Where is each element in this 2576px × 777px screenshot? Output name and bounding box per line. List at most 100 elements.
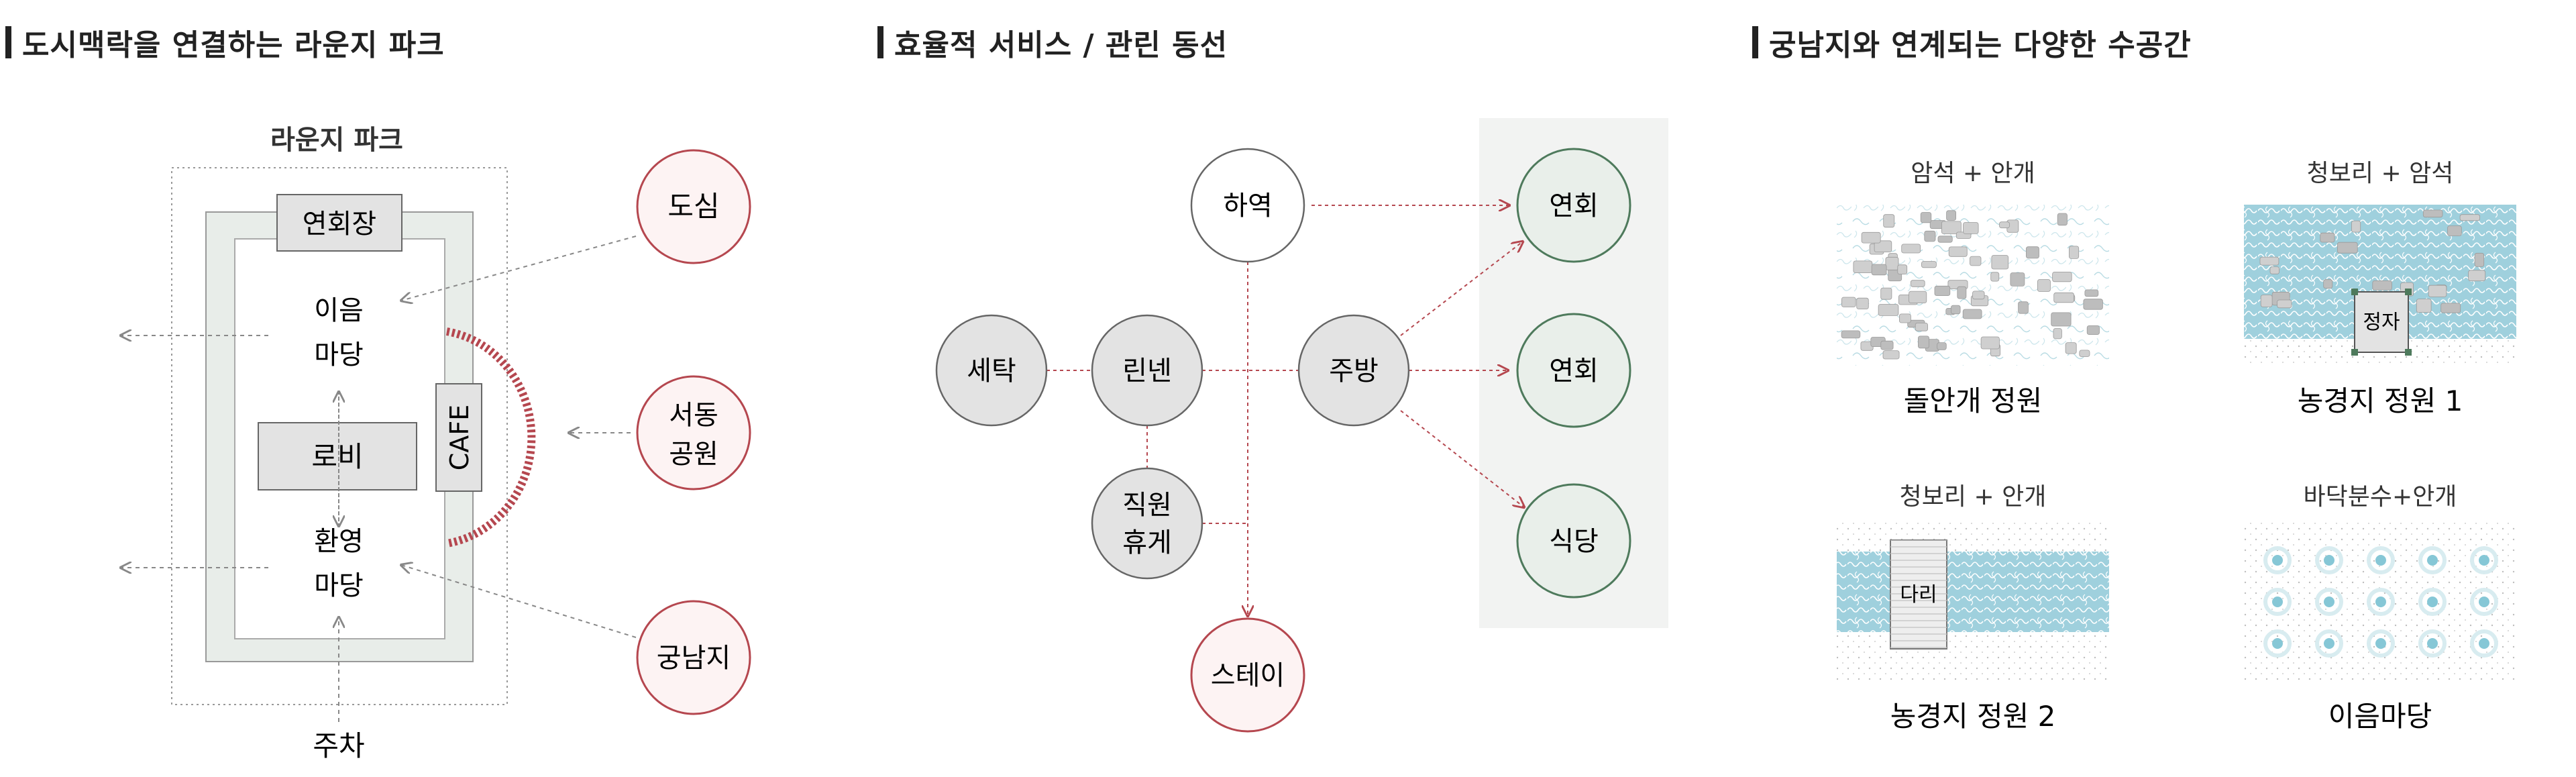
fountain-mist-ring [2470,588,2498,616]
rock-mark [1841,297,1856,307]
kitchen-node [1297,314,1410,427]
fountain-jet [2272,597,2283,607]
rock-mark [2025,246,2039,259]
rock-mark [1915,322,1928,331]
unloading-label: 하역 [1223,191,1273,221]
rock-mark [1980,336,2000,350]
yard-bottom-label-2: 마당 [314,570,364,601]
rock-mark [1853,260,1873,273]
fountain-jet [2375,555,2386,566]
rock-mark [2459,214,2481,221]
banquet2-node [1516,313,1631,428]
fountain-mist-ring [2367,629,2395,658]
fountain-jet [2324,597,2334,607]
park-label-1: 서동 [669,400,718,431]
service-title-text: 효율적 서비스 / 관린 동선 [894,28,1228,62]
lounge-park-label: 라운지 파크 [270,125,403,156]
cafe-box [435,383,482,492]
rock-mark [1990,272,2000,282]
rock-mark [1991,255,2009,270]
pavilion-label: 정자 [2363,311,2400,334]
rock-mark [2037,279,2051,292]
rock-mark [2053,328,2062,340]
fountain-mist-ring [2263,629,2292,658]
laundry-label: 세탁 [967,356,1016,386]
rock-mark [1897,264,1908,275]
kitchen-label: 주방 [1329,356,1379,386]
downtown-node [636,149,751,264]
garden3-name: 농경지 정원 2 [1890,700,2056,733]
banquet-hall-box [276,194,402,252]
lounge-park-boundary [171,167,508,705]
rock-mark [2259,256,2279,266]
rock-mark [1874,240,1892,252]
park-label-2: 공원 [669,439,718,470]
fountain-jet [2427,555,2438,566]
rock-mark [1924,230,1936,242]
garden1-material: 암석 + 안개 [1911,160,2035,187]
rock-mark [1957,286,1967,299]
rock-mark [2052,271,2072,282]
rock-mark [1951,305,1961,315]
garden2-name: 농경지 정원 1 [2298,384,2463,417]
service-diagram: 하역 세탁 린넨 주방 직원 휴게 스테이 연회 연회 식당 [935,118,1668,733]
service-panel-title: 효율적 서비스 / 관린 동선 [877,23,1228,62]
linen-node [1091,314,1203,427]
rock-mark [1934,285,1951,296]
rock-mark [1898,313,1911,323]
rock-mark [1880,287,1892,300]
rock-mark [2468,270,2486,282]
water-title-text: 궁남지와 연계되는 다양한 수공간 [1769,28,2192,62]
fountain-jet [2427,638,2438,649]
rock-mark [2277,299,2292,309]
restaurant-node [1516,483,1631,599]
rock-mark [2084,289,2099,297]
fountain-jet [2324,555,2334,566]
rock-mark [2474,252,2485,267]
rock-mark [2447,225,2462,236]
banquet-hall-label: 연회장 [303,209,376,240]
rock-mark [2018,301,2029,314]
downtown-label: 도심 [667,190,719,223]
fountain-jet [2324,638,2334,649]
fountain-mist-ring [2418,546,2447,574]
garden1-name: 돌안개 정원 [1904,384,2043,417]
fountain-jet [2479,555,2489,566]
rock-mark [1948,246,1968,257]
pavilion-post [2405,349,2412,356]
rock-mark [1883,214,1895,228]
rock-mark [1937,236,1953,243]
fountain-jet [2375,638,2386,649]
cafe-label: CAFE [445,405,474,470]
garden3-waves [1837,552,2109,632]
fountain-mist-ring [2263,588,2292,616]
garden4-name: 이음마당 [2328,700,2432,733]
rock-mark [2260,295,2273,307]
rock-mark [2057,213,2068,226]
fountain-mist-ring [2315,546,2343,574]
rock-mark [2051,312,2072,327]
fountain-mist-ring [2315,629,2343,658]
cafe-terrace-arc [445,327,536,548]
bridge-planks [1890,540,1947,649]
bridge-label: 다리 [1900,583,1937,607]
rock-mark [1856,297,1869,310]
pavilion-post [2351,289,2358,295]
fountain-mist-ring [2367,546,2395,574]
fountain-mist-ring [2315,588,2343,616]
rock-mark [1878,304,1899,316]
rock-mark [1937,342,1947,350]
lounge-title-text: 도시맥락을 연결하는 라운지 파크 [22,28,445,62]
rock-mark [2269,266,2280,274]
fountain-jet [2272,638,2283,649]
rock-mark [1861,231,1881,244]
rock-mark [1871,264,1887,276]
rock-mark [2079,350,2090,357]
garden2-rocks [2259,209,2486,321]
pavilion-post [2405,289,2412,295]
staff-rest-label-2: 휴게 [1122,527,1172,558]
rock-mark [1885,256,1899,270]
rock-mark [1921,261,1937,268]
lounge-diagram: 라운지 파크 연회장 로비 CAFE 이음 마당 환영 마당 주차 [121,125,751,762]
